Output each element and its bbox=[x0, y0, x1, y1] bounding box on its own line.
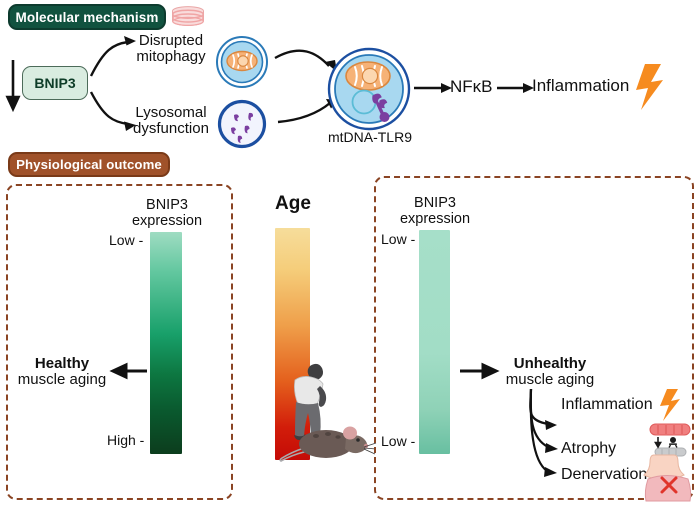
left-tick-low: Low - bbox=[109, 232, 144, 248]
left-tick-high: High - bbox=[107, 432, 145, 448]
mtdna-tlr9-label: mtDNA-TLR9 bbox=[327, 129, 412, 145]
age-axis-label: Age bbox=[275, 193, 311, 214]
age-gradient-bar bbox=[275, 228, 310, 460]
panel-unhealthy-aging bbox=[374, 176, 694, 500]
section-badge-molecular-label: Molecular mechanism bbox=[15, 9, 159, 25]
consequence-label-atrophy: Atrophy bbox=[561, 440, 617, 457]
unhealthy-muscle-aging-label: Unhealthy muscle aging bbox=[505, 355, 595, 389]
healthy-muscle-aging-label: Healthy muscle aging bbox=[17, 355, 107, 389]
bnip3-label: BNIP3 bbox=[34, 75, 76, 91]
panel-healthy-aging bbox=[6, 184, 233, 500]
bnip3-node[interactable]: BNIP3 bbox=[22, 66, 88, 100]
bnip3-expression-gradient-left bbox=[150, 232, 182, 454]
branch-label-lysosomal-dysfunction: Lysosomal dysfunction bbox=[133, 104, 209, 138]
right-axis-title: BNIP3 expression bbox=[399, 195, 471, 227]
right-tick-low-bottom: Low - bbox=[381, 433, 416, 449]
consequence-label-inflammation: Inflammation bbox=[561, 396, 653, 413]
nfkb-label: NFκB bbox=[450, 77, 493, 96]
bnip3-expression-gradient-right bbox=[419, 230, 450, 454]
left-axis-title: BNIP3 expression bbox=[131, 197, 203, 229]
branch-label-disrupted-mitophagy: Disrupted mitophagy bbox=[136, 32, 206, 66]
inflammation-label-top: Inflammation bbox=[532, 76, 630, 95]
section-badge-molecular-mechanism: Molecular mechanism bbox=[8, 4, 166, 30]
right-tick-low-top: Low - bbox=[381, 231, 416, 247]
section-badge-physiological-outcome: Physiological outcome bbox=[8, 152, 170, 177]
consequence-label-denervation: Denervation bbox=[561, 466, 648, 483]
section-badge-physio-label: Physiological outcome bbox=[16, 157, 162, 172]
